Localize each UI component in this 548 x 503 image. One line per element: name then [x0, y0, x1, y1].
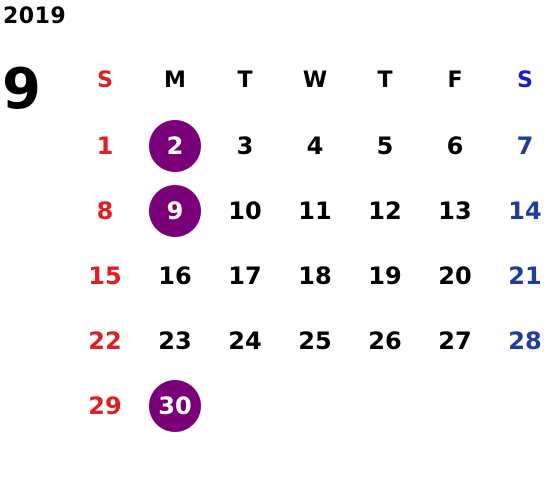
day-number: 25	[298, 326, 332, 355]
weekday-header: M	[164, 68, 186, 93]
day-cell[interactable]: 27	[420, 308, 490, 373]
day-number: 5	[376, 131, 394, 160]
weekday-header: F	[447, 68, 463, 93]
day-number: 28	[508, 326, 542, 355]
day-cell[interactable]: 20	[420, 243, 490, 308]
day-number: 1	[96, 131, 114, 160]
day-cell[interactable]: 24	[210, 308, 280, 373]
day-cell[interactable]: 15	[70, 243, 140, 308]
day-number-highlighted: 30	[149, 379, 201, 432]
day-number: 22	[88, 326, 122, 355]
day-number: 7	[516, 131, 534, 160]
day-cell	[210, 373, 280, 438]
day-cell[interactable]: 28	[490, 308, 548, 373]
day-number: 11	[298, 196, 332, 225]
day-cell[interactable]: 8	[70, 178, 140, 243]
weekday-header: T	[237, 68, 253, 93]
weekday-header: W	[302, 68, 328, 93]
day-number: 24	[228, 326, 262, 355]
day-number: 29	[88, 391, 122, 420]
weekday-header: T	[377, 68, 393, 93]
day-number: 12	[368, 196, 402, 225]
day-number: 21	[508, 261, 542, 290]
day-cell[interactable]: 25	[280, 308, 350, 373]
weekday-header: S	[517, 68, 533, 93]
day-number: 16	[158, 261, 192, 290]
day-number: 4	[306, 131, 324, 160]
day-number: 26	[368, 326, 402, 355]
day-cell[interactable]: 16	[140, 243, 210, 308]
day-number: 20	[438, 261, 472, 290]
day-cell[interactable]: 14	[490, 178, 548, 243]
day-cell[interactable]: 6	[420, 113, 490, 178]
month-number: 9	[2, 57, 41, 122]
day-number: 27	[438, 326, 472, 355]
day-number: 14	[508, 196, 542, 225]
day-number-highlighted: 2	[149, 119, 201, 172]
day-number: 19	[368, 261, 402, 290]
day-cell[interactable]: 29	[70, 373, 140, 438]
day-number: 10	[228, 196, 262, 225]
day-cell[interactable]: 10	[210, 178, 280, 243]
day-number: 18	[298, 261, 332, 290]
day-number: 15	[88, 261, 122, 290]
day-cell[interactable]: 4	[280, 113, 350, 178]
weekday-header: S	[97, 68, 113, 93]
day-number: 17	[228, 261, 262, 290]
day-cell[interactable]: 13	[420, 178, 490, 243]
day-cell[interactable]: 19	[350, 243, 420, 308]
day-number: 23	[158, 326, 192, 355]
day-cell[interactable]: 18	[280, 243, 350, 308]
day-cell[interactable]: 7	[490, 113, 548, 178]
day-cell[interactable]: 26	[350, 308, 420, 373]
day-number-highlighted: 9	[149, 184, 201, 237]
day-cell[interactable]: 17	[210, 243, 280, 308]
day-cell[interactable]: 1	[70, 113, 140, 178]
day-cell[interactable]: 9	[140, 178, 210, 243]
day-cell[interactable]: 22	[70, 308, 140, 373]
day-cell[interactable]: 11	[280, 178, 350, 243]
day-cell[interactable]: 2	[140, 113, 210, 178]
day-cell[interactable]: 30	[140, 373, 210, 438]
day-cell[interactable]: 23	[140, 308, 210, 373]
day-cell	[420, 373, 490, 438]
day-cell[interactable]: 3	[210, 113, 280, 178]
day-cell	[490, 373, 548, 438]
day-cell	[280, 373, 350, 438]
year-label: 2019	[3, 4, 67, 29]
day-cell[interactable]: 12	[350, 178, 420, 243]
day-cell[interactable]: 5	[350, 113, 420, 178]
day-number: 6	[446, 131, 464, 160]
day-number: 13	[438, 196, 472, 225]
day-cell	[350, 373, 420, 438]
day-number: 8	[96, 196, 114, 225]
day-cell[interactable]: 21	[490, 243, 548, 308]
day-number: 3	[236, 131, 254, 160]
